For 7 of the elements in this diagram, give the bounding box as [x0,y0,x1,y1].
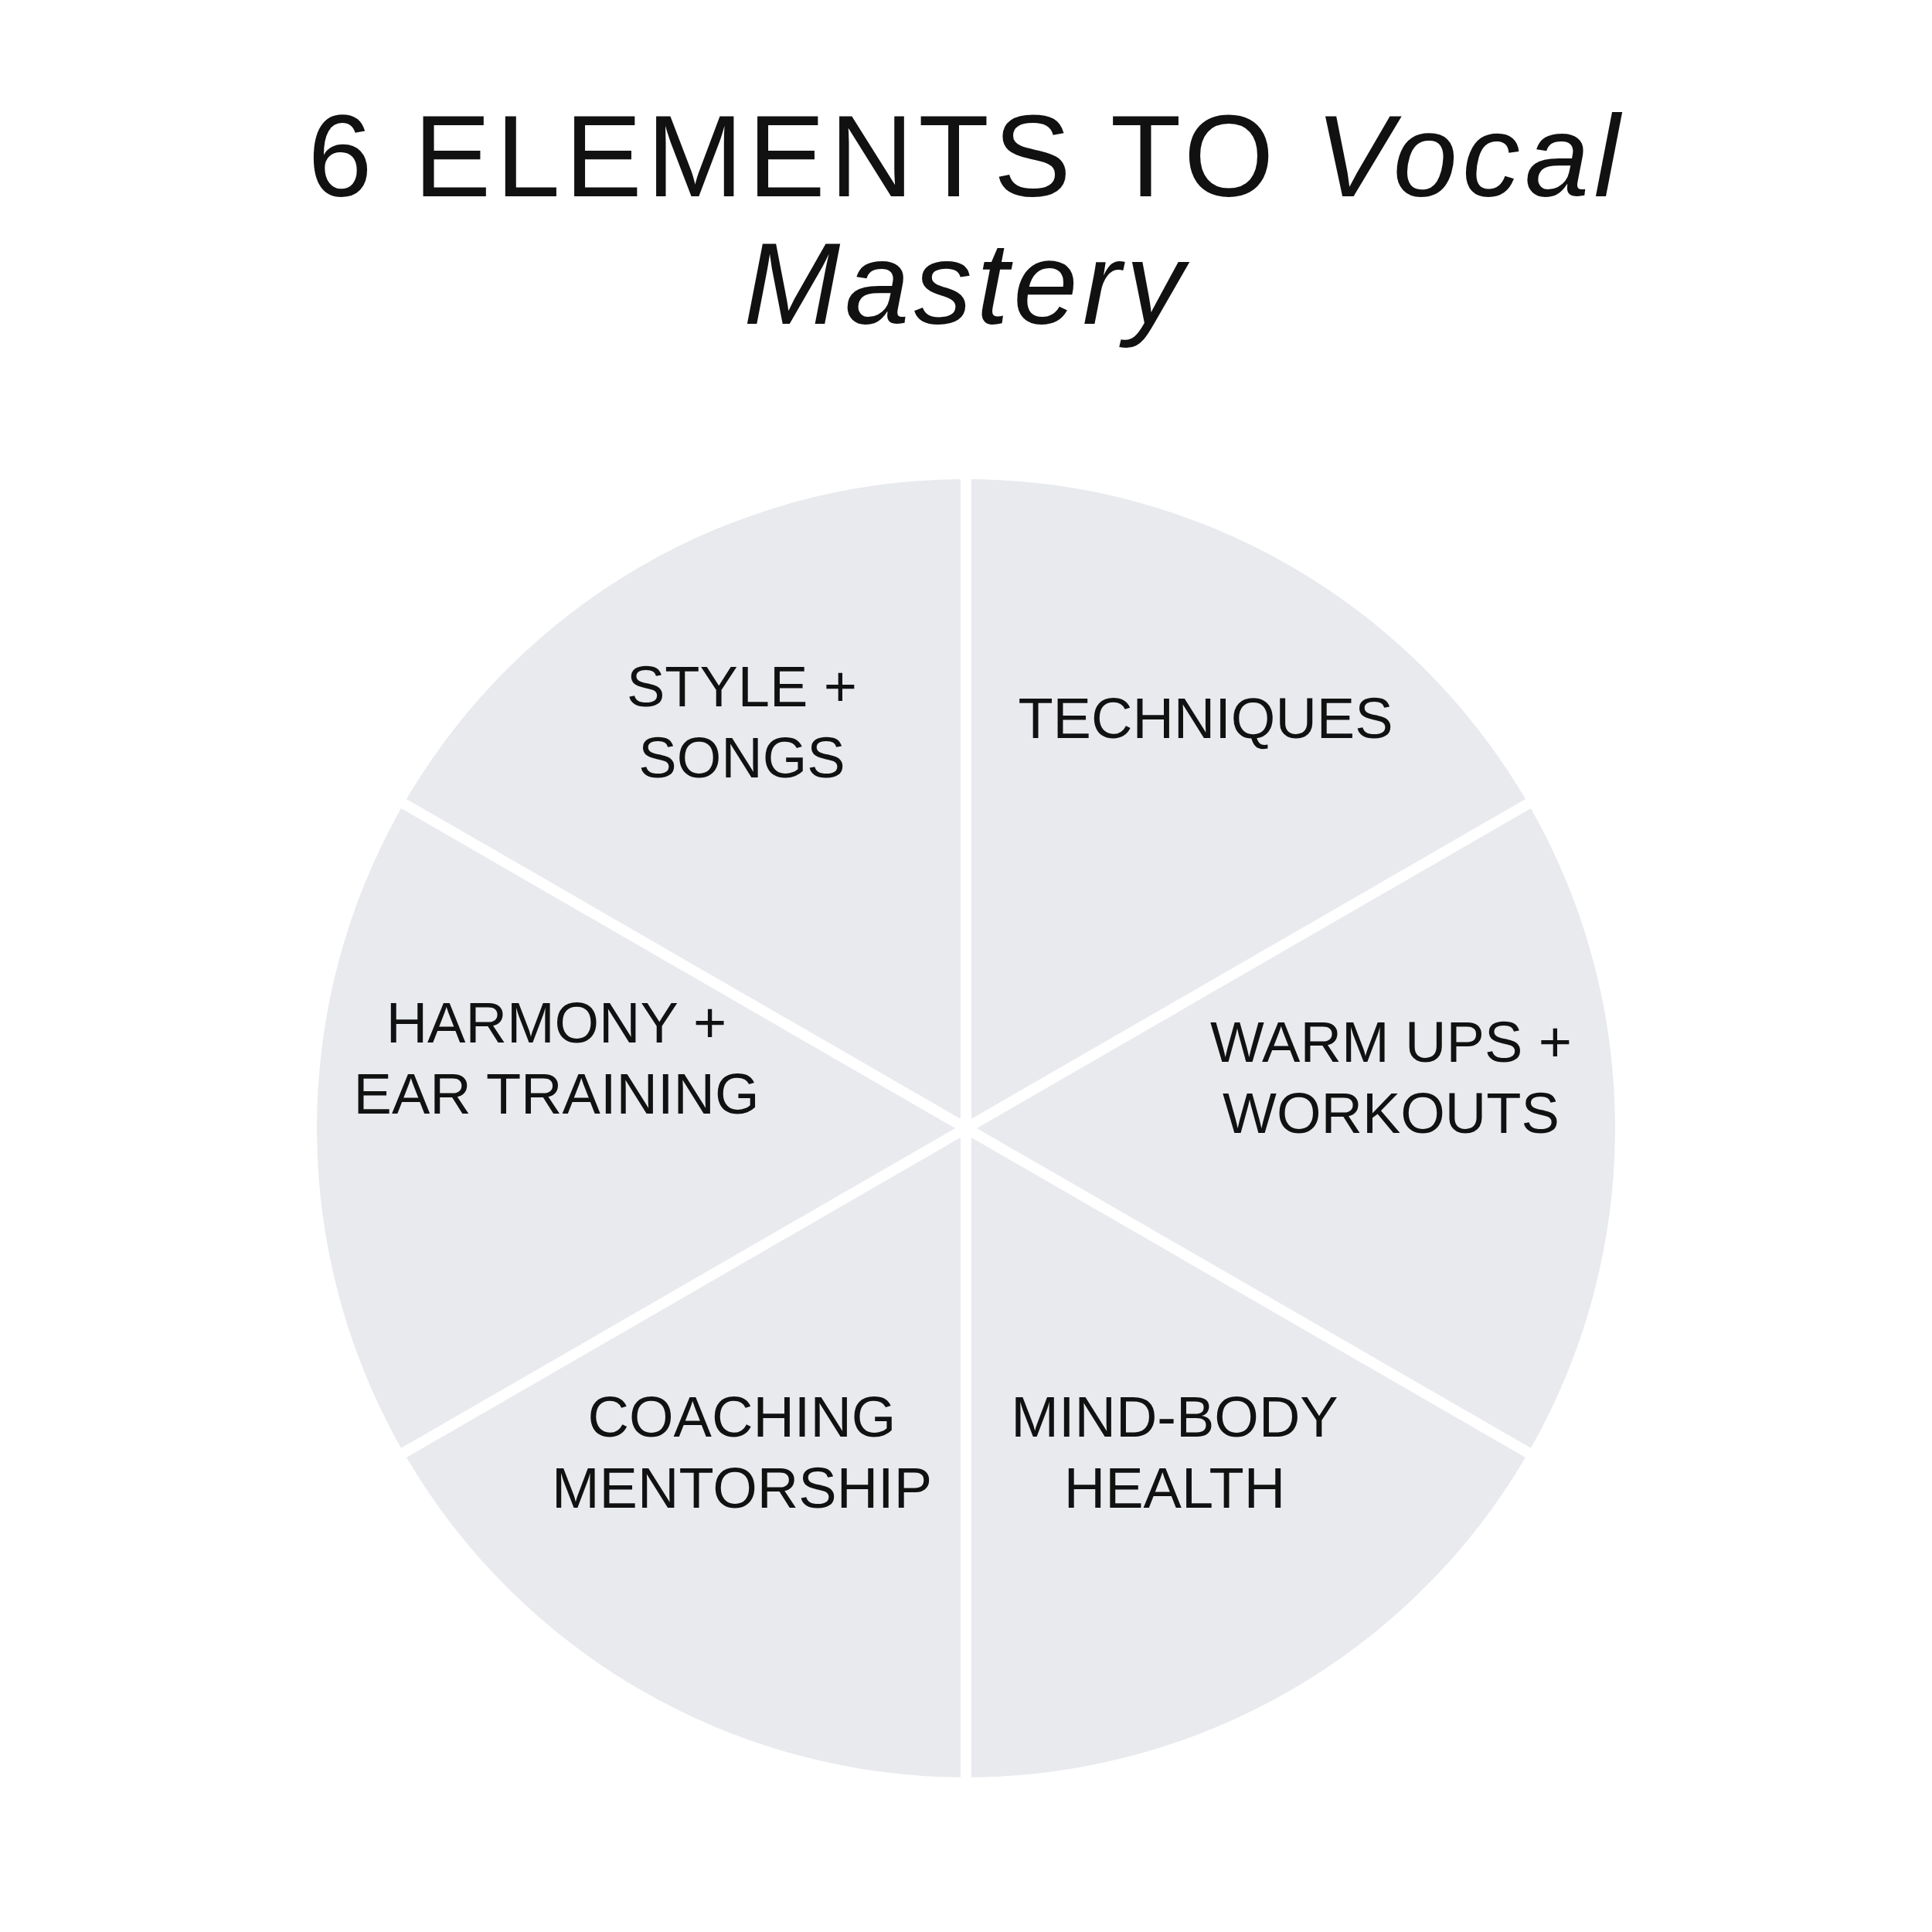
segment-label: HARMONY + EAR TRAINING [352,989,760,1128]
segment-label: COACHING MENTORSHIP [550,1383,933,1522]
segment-label: WARM UPS + WORKOUTS [1209,1009,1573,1147]
segment-label: STYLE + SONGS [625,653,859,791]
segment-label: TECHNIQUES [1017,685,1394,752]
title: 6 ELEMENTS TO Vocal Mastery [307,93,1625,348]
segment-label: MIND-BODY HEALTH [1010,1383,1339,1522]
